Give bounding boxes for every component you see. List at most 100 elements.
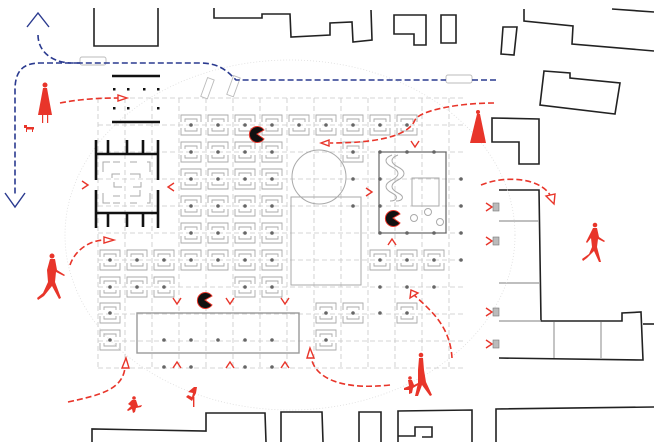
kiosk-module (234, 249, 256, 271)
building-south-5 (495, 406, 654, 442)
kiosk-bottom-bracket (180, 209, 202, 217)
figure-child-running-3 (404, 376, 418, 394)
kiosk-module (396, 249, 418, 271)
entry-chevron-right-icon (81, 180, 90, 190)
kiosk-module (207, 195, 229, 217)
grid-node-dot (378, 311, 382, 315)
kiosk-top-bracket (234, 141, 256, 149)
entry-chevron-right-icon (485, 236, 494, 246)
grid-node-dot (243, 365, 247, 369)
grid-node-dot (270, 338, 274, 342)
kiosk-center-dot (243, 285, 247, 289)
kiosk-bottom-bracket (261, 236, 283, 244)
entry-chevron-down-icon (172, 297, 182, 306)
kiosk-module (234, 168, 256, 190)
kiosk-center-dot (405, 258, 409, 262)
kiosk-bottom-bracket (396, 316, 418, 324)
vehicle-route (4, 11, 496, 209)
entry-chevron-right-icon (485, 202, 494, 212)
kiosk-top-bracket (396, 302, 418, 310)
kiosk-bottom-bracket (342, 155, 364, 163)
kiosk-top-bracket (99, 276, 121, 284)
entry-chevron-up-icon (225, 360, 235, 369)
building-northeast-edge (611, 8, 654, 13)
building-north-1 (93, 8, 159, 47)
kiosk-center-dot (216, 177, 220, 181)
kiosk-bottom-bracket (207, 182, 229, 190)
kiosk-top-bracket (342, 302, 364, 310)
kiosk-top-bracket (369, 114, 391, 122)
kiosk-center-dot (216, 258, 220, 262)
kiosk-center-dot (108, 285, 112, 289)
kiosk-bottom-bracket (396, 128, 418, 136)
circular-pavilion (291, 149, 347, 205)
building-east-l (491, 117, 540, 165)
entry-chevron-down-icon (280, 297, 290, 306)
kiosk-top-bracket (153, 249, 175, 257)
building-south-3 (358, 411, 382, 442)
figure-dog (24, 125, 34, 132)
door-icon (492, 202, 500, 212)
kiosk-top-bracket (180, 114, 202, 122)
kiosk-center-dot (216, 204, 220, 208)
long-pavilion (136, 312, 300, 354)
figure-child-running-1 (127, 396, 142, 413)
kiosk-bottom-bracket (261, 182, 283, 190)
figure-woman-dress (38, 82, 52, 123)
kiosk-top-bracket (396, 249, 418, 257)
kiosk-module (396, 302, 418, 324)
grid-node-dot (270, 365, 274, 369)
kiosk-module (99, 249, 121, 271)
kiosk-top-bracket (207, 195, 229, 203)
kiosk-center-dot (432, 258, 436, 262)
building-northeast-long (523, 9, 654, 52)
kiosk-module (207, 168, 229, 190)
kiosk-module (234, 276, 256, 298)
site-boundary-hint (64, 59, 516, 411)
building-north-4 (440, 14, 457, 44)
pacman-marker (384, 210, 401, 227)
kiosk-module (261, 195, 283, 217)
kiosk-module (126, 249, 148, 271)
human-figures (24, 82, 605, 413)
kiosk-top-bracket (207, 249, 229, 257)
kiosk-bottom-bracket (315, 343, 337, 351)
building-south-4 (397, 409, 473, 442)
kiosk-top-bracket (126, 249, 148, 257)
figure-woman-cone (470, 110, 486, 143)
grid-node-dot (162, 365, 166, 369)
kiosk-bottom-bracket (234, 155, 256, 163)
kiosk-top-bracket (207, 141, 229, 149)
parking-bay-1 (79, 56, 107, 66)
building-north-2 (213, 8, 373, 43)
stage-block (112, 74, 160, 124)
maze-block (94, 140, 160, 228)
vehicle-arrow-up-icon (26, 11, 50, 28)
kiosk-bottom-bracket (180, 128, 202, 136)
sandbox (411, 177, 440, 207)
kiosk-bottom-bracket (207, 236, 229, 244)
kiosk-center-dot (324, 338, 328, 342)
kiosk-bottom-bracket (234, 236, 256, 244)
kiosk-top-bracket (207, 168, 229, 176)
kiosk-center-dot (162, 285, 166, 289)
kiosk-bottom-bracket (99, 343, 121, 351)
kiosk-bottom-bracket (99, 316, 121, 324)
kiosk-module (99, 276, 121, 298)
kiosk-module (207, 249, 229, 271)
kiosk-bottom-bracket (288, 128, 310, 136)
kiosk-center-dot (108, 258, 112, 262)
grid-node-dot (432, 285, 436, 289)
kiosk-center-dot (270, 177, 274, 181)
grid-node-dot (162, 338, 166, 342)
kiosk-modules (99, 114, 445, 351)
building-south-2 (280, 411, 324, 442)
kiosk-top-bracket (315, 114, 337, 122)
vehicle-arrow-down-icon (4, 192, 26, 209)
kiosk-module (234, 222, 256, 244)
entry-chevron-up-icon (387, 237, 397, 246)
kiosk-top-bracket (342, 114, 364, 122)
kiosk-center-dot (324, 311, 328, 315)
kiosk-module (234, 195, 256, 217)
building-south-4-notch (398, 426, 433, 438)
